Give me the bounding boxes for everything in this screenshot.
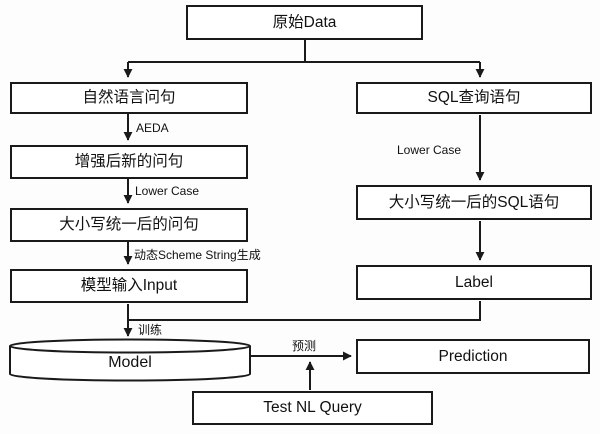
edge-label-train: 训练 (138, 323, 163, 337)
model-cylinder-body (9, 346, 251, 382)
node-model-label: Model (108, 354, 152, 371)
node-model: Model (40, 352, 220, 374)
node-model-input: 模型输入Input (10, 269, 248, 303)
node-augmented-question: 增强后新的问句 (10, 145, 248, 179)
node-model-input-label: 模型输入Input (80, 277, 178, 295)
node-test-nl-query: Test NL Query (192, 391, 433, 425)
node-sql-query: SQL查询语句 (356, 82, 592, 114)
edge-label-aeda: AEDA (136, 121, 169, 135)
node-label-label: Label (455, 273, 493, 291)
node-label: Label (356, 265, 592, 300)
connector-label-to-train-junction (128, 301, 481, 321)
node-prediction: Prediction (356, 339, 590, 374)
node-prediction-label: Prediction (438, 347, 508, 365)
node-test-nl-query-label: Test NL Query (263, 399, 362, 417)
edge-label-scheme-string: 动态Scheme String生成 (134, 248, 261, 262)
node-nl-question: 自然语言问句 (10, 82, 248, 114)
node-lowercased-question-label: 大小写统一后的问句 (59, 216, 199, 234)
node-lowercased-sql-label: 大小写统一后的SQL语句 (388, 193, 560, 211)
node-sql-query-label: SQL查询语句 (427, 89, 521, 107)
node-lowercased-sql: 大小写统一后的SQL语句 (356, 185, 592, 220)
node-lowercased-question: 大小写统一后的问句 (10, 208, 248, 242)
node-nl-question-label: 自然语言问句 (82, 89, 176, 107)
node-raw-data-label: 原始Data (272, 13, 337, 31)
edge-label-lowercase-left: Lower Case (135, 184, 200, 198)
node-raw-data: 原始Data (186, 5, 423, 40)
node-augmented-question-label: 增强后新的问句 (74, 153, 184, 171)
edge-label-predict: 预测 (292, 339, 317, 353)
model-cylinder-top (9, 338, 251, 354)
edge-label-lowercase-right: Lower Case (397, 143, 462, 157)
